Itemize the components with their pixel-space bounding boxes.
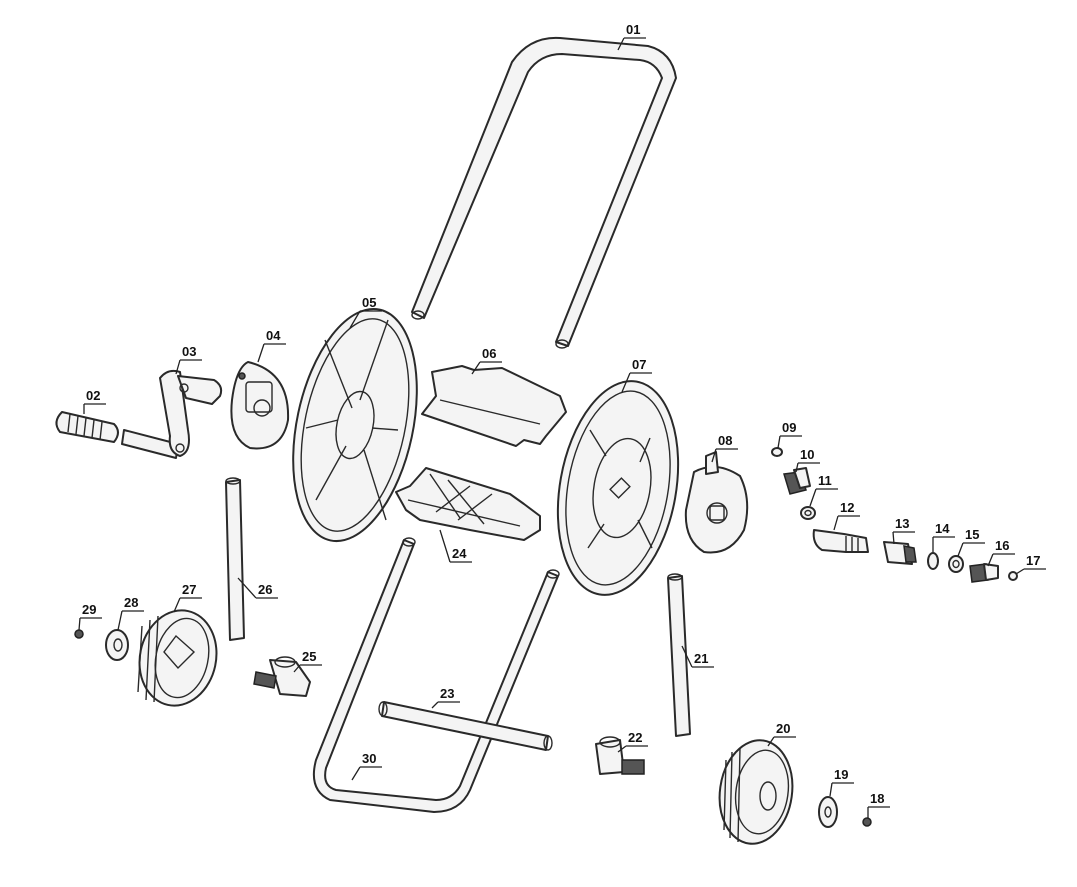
part-18-screw (862, 817, 872, 827)
part-20-wheel-right (718, 739, 794, 845)
callout-05: 05 (362, 295, 376, 310)
callout-20: 20 (776, 721, 790, 736)
part-14-gasket (927, 552, 939, 570)
callout-17: 17 (1026, 553, 1040, 568)
part-05-reel-disc-left (292, 307, 418, 543)
callout-28: 28 (124, 595, 138, 610)
part-30-base-frame (312, 537, 560, 813)
part-03-crank-handle (159, 369, 223, 457)
callout-08: 08 (718, 433, 732, 448)
part-16-coupling (969, 563, 999, 583)
part-24-drum-frame (395, 467, 541, 541)
callout-06: 06 (482, 346, 496, 361)
part-28-hubcap (105, 629, 129, 661)
callout-09: 09 (782, 420, 796, 435)
part-02-handle-grip (55, 411, 179, 459)
callout-labels: 01 02 03 04 05 06 07 08 09 10 11 12 13 1… (82, 22, 1040, 806)
callout-13: 13 (895, 516, 909, 531)
part-01-handle-frame (411, 36, 677, 349)
callout-23: 23 (440, 686, 454, 701)
callout-30: 30 (362, 751, 376, 766)
part-11-washer (800, 506, 816, 520)
callout-21: 21 (694, 651, 708, 666)
callout-04: 04 (266, 328, 281, 343)
callout-02: 02 (86, 388, 100, 403)
part-26-leg-tube-left (225, 477, 245, 641)
callout-19: 19 (834, 767, 848, 782)
part-22-t-connector (595, 736, 645, 775)
part-04-hub-cover (230, 361, 290, 450)
part-29-screw (74, 629, 84, 639)
callout-26: 26 (258, 582, 272, 597)
part-08-bearing-bracket (684, 451, 749, 554)
part-17-clip (1008, 571, 1018, 581)
callout-01: 01 (626, 22, 640, 37)
callout-18: 18 (870, 791, 884, 806)
part-10-threaded-fitting (783, 467, 811, 495)
part-21-leg-tube-right (667, 573, 691, 737)
callout-16: 16 (995, 538, 1009, 553)
callout-12: 12 (840, 500, 854, 515)
callout-25: 25 (302, 649, 316, 664)
callout-07: 07 (632, 357, 646, 372)
part-19-washer (818, 796, 838, 828)
part-15-washer (948, 555, 964, 573)
callout-10: 10 (800, 447, 814, 462)
callout-29: 29 (82, 602, 96, 617)
part-12-elbow-connector (812, 529, 869, 553)
callout-24: 24 (452, 546, 467, 561)
part-27-wheel-left (137, 609, 218, 707)
part-23-cross-tube (378, 701, 553, 751)
part-06-reel-shell (421, 365, 567, 447)
callout-leaders (78, 37, 1046, 818)
callout-22: 22 (628, 730, 642, 745)
part-09-o-ring (771, 447, 783, 457)
callout-15: 15 (965, 527, 979, 542)
callout-11: 11 (818, 473, 832, 488)
callout-27: 27 (182, 582, 196, 597)
callout-14: 14 (935, 521, 950, 536)
part-07-reel-disc-right (556, 380, 680, 596)
part-25-t-connector (253, 656, 311, 697)
callout-03: 03 (182, 344, 196, 359)
part-13-hose-connector (883, 541, 917, 565)
